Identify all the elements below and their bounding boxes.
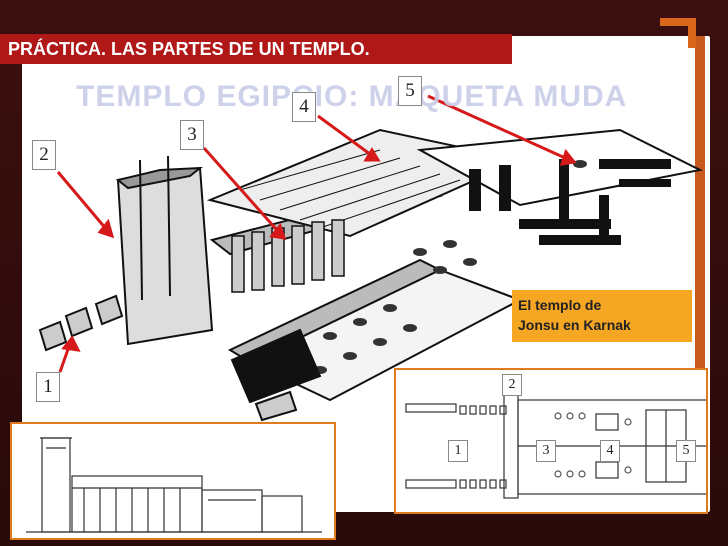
plan-inset: 2 1 3 4 5 [394,368,708,514]
elevation-inset [10,422,336,540]
corner-ornament [660,18,696,26]
legend-line-1: El templo de [518,297,602,313]
plan-label-5: 5 [676,440,696,462]
main-label-4: 4 [292,92,316,122]
plan-label-3: 3 [536,440,556,462]
main-label-2: 2 [32,140,56,170]
colonnade [231,219,345,293]
plan-label-2: 2 [502,374,522,396]
legend-line-2: Jonsu en Karnak [518,317,631,333]
main-label-5: 5 [398,76,422,106]
column-bases [293,160,587,374]
page-title: PRÁCTICA. LAS PARTES DE UN TEMPLO. [0,34,512,64]
temple-legend: El templo de Jonsu en Karnak [512,290,692,342]
pylon [116,166,214,346]
plan-label-4: 4 [600,440,620,462]
arrow-3 [202,147,286,239]
main-label-1: 1 [36,372,60,402]
elevation-drawing [26,437,322,533]
ghost-heading: TEMPLO EGIPCIO: MAQUETA MUDA [76,80,628,113]
plan-label-1: 1 [448,440,468,462]
arrow-4 [317,114,379,162]
orange-accent-bar [695,36,705,512]
arrow-2 [56,171,114,237]
main-label-3: 3 [180,120,204,150]
arrow-5 [427,94,575,164]
corner-ornament-vertical [688,18,696,48]
